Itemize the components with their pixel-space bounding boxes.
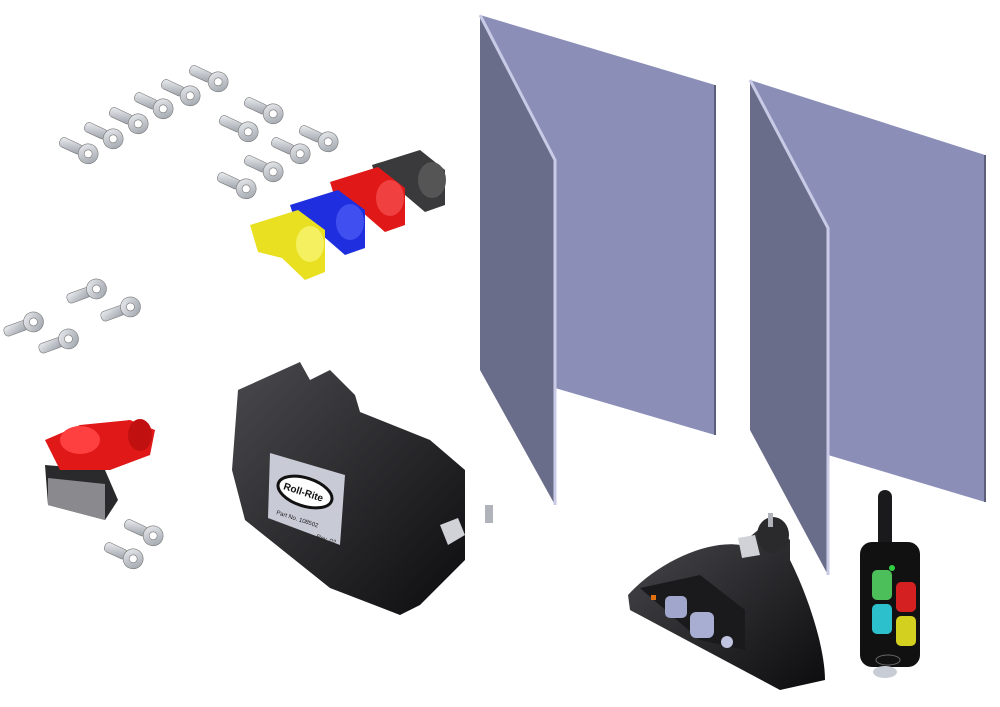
ring-terminals-top	[58, 65, 339, 200]
motor-controller-housing: Roll-Rite Part No. 108502 Rev. 02	[232, 362, 493, 615]
dash-control-unit	[628, 513, 825, 690]
terminal-boot-black	[372, 150, 446, 212]
hex-nut	[440, 518, 465, 545]
ring-terminal	[3, 311, 44, 337]
antenna	[878, 490, 892, 550]
junction-block	[45, 419, 155, 520]
ring-terminal	[218, 115, 259, 143]
ring-terminal	[188, 65, 229, 93]
ring-terminal	[243, 155, 284, 183]
ring-terminal	[298, 125, 339, 153]
ring-terminals-bottom	[103, 519, 164, 570]
terminal-boot-yellow	[250, 210, 325, 280]
terminal-boot-red	[330, 167, 405, 232]
ring-terminal	[133, 92, 174, 120]
ring-terminal	[160, 79, 201, 107]
remote-button-cyan[interactable]	[872, 604, 892, 634]
ring-terminal	[243, 97, 284, 125]
ring-terminal	[100, 296, 141, 322]
ring-terminal	[66, 278, 107, 304]
ring-terminal	[270, 137, 311, 165]
remote-button-red[interactable]	[896, 582, 916, 612]
threaded-stud	[485, 505, 493, 523]
folded-panel-left	[478, 14, 716, 505]
ring-terminal	[83, 122, 124, 150]
ring-terminal	[123, 519, 164, 547]
ring-terminal	[58, 137, 99, 165]
ring-terminal	[103, 542, 144, 570]
folded-panel-right	[748, 79, 986, 575]
remote-button-yellow[interactable]	[896, 616, 916, 646]
wireless-remote	[860, 490, 920, 678]
ring-terminal	[108, 107, 149, 135]
ring-terminal	[216, 172, 257, 200]
remote-button-green[interactable]	[872, 570, 892, 600]
ring-terminals-mid	[3, 278, 141, 354]
terminal-boot-blue	[290, 190, 365, 255]
status-led	[889, 565, 895, 571]
ring-terminal	[38, 328, 79, 354]
